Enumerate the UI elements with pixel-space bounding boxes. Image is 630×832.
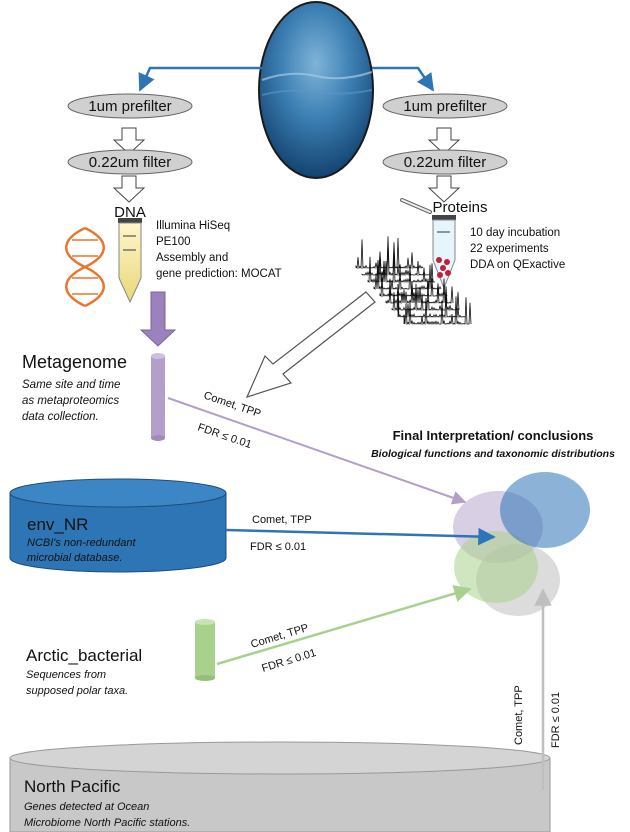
dna-to-metagenome-arrow [139, 291, 177, 347]
protein-note-3: DDA on QExactive [470, 259, 565, 271]
metagenome-desc-3: data collection. [22, 411, 99, 423]
spectrum-trace [355, 236, 424, 270]
env-nr-desc-2: microbial database. [27, 552, 122, 564]
metagenome-fdr-label: FDR ≤ 0.01 [196, 421, 253, 451]
spectrum-trace [373, 264, 442, 291]
protein-tube-icon [400, 198, 456, 290]
dna-note-4: gene prediction: MOCAT [156, 268, 282, 280]
right-filter: 0.22um filter [382, 149, 508, 175]
arctic-db-icon [195, 619, 215, 681]
north-pacific-db-icon [9, 741, 551, 832]
arctic-search-arrow [216, 585, 472, 666]
left-filter: 0.22um filter [67, 149, 193, 175]
north-pacific-search-label: Comet, TPP [513, 685, 525, 745]
final-subtitle: Biological functions and taxonomic distr… [371, 448, 615, 460]
final-venn-diagram [453, 472, 590, 616]
metagenome-desc-1: Same site and time [22, 379, 120, 391]
sample-split-arrows [138, 66, 435, 92]
spectrum-trace [385, 278, 454, 305]
metagenome-db-icon [151, 353, 165, 441]
north-pacific-title: North Pacific [24, 777, 121, 796]
dna-tube-icon [118, 218, 142, 304]
spectrum-trace [361, 243, 430, 277]
env-nr-search-label: Comet, TPP [252, 514, 312, 526]
right-prefilter: 1um prefilter [382, 93, 508, 119]
left-filter-label: 0.22um filter [89, 154, 172, 171]
env-nr-title: env_NR [27, 515, 88, 534]
spectrum-trace [391, 278, 460, 312]
proteins-label: Proteins [432, 199, 487, 216]
left-down-arrow-1 [112, 127, 146, 155]
metagenome-search-arrow [167, 397, 467, 505]
north-pacific-fdr-label: FDR ≤ 0.01 [550, 692, 562, 748]
arctic-fdr-label: FDR ≤ 0.01 [260, 647, 317, 675]
dna-note-3: Assembly and [156, 252, 228, 264]
seawater-sample-image [258, 1, 374, 179]
metagenome-desc-2: as metaproteomics [22, 395, 119, 407]
env-nr-search-arrow [225, 527, 496, 546]
dna-notes: Illumina HiSeq PE100 Assembly and gene p… [156, 220, 282, 280]
left-prefilter-label: 1um prefilter [88, 98, 171, 115]
north-pacific-desc-1: Genes detected at Ocean [24, 801, 149, 813]
arctic-desc-1: Sequences from [26, 669, 106, 681]
env-nr-fdr-label: FDR ≤ 0.01 [250, 541, 306, 553]
mass-spectra-icon [355, 236, 472, 326]
right-prefilter-label: 1um prefilter [403, 98, 486, 115]
north-pacific-desc-2: Microbiome North Pacific stations. [24, 817, 190, 829]
env-nr-desc-1: NCBI's non-redundant [27, 537, 136, 549]
protein-note-1: 10 day incubation [470, 227, 560, 239]
dna-note-1: Illumina HiSeq [156, 220, 230, 232]
spectra-to-searches-arrow [245, 291, 376, 398]
metagenome-title: Metagenome [22, 352, 127, 372]
right-down-arrow-1 [427, 127, 461, 155]
spectrum-trace [403, 296, 472, 326]
dna-label: DNA [114, 204, 146, 221]
env-nr-db-icon [9, 478, 227, 573]
dna-note-2: PE100 [156, 236, 191, 248]
left-down-arrow-2 [112, 175, 146, 203]
protein-note-2: 22 experiments [470, 243, 549, 255]
protein-notes: 10 day incubation 22 experiments DDA on … [470, 227, 565, 271]
spectrum-trace [379, 272, 448, 298]
left-prefilter: 1um prefilter [67, 93, 193, 119]
right-down-arrow-2 [427, 175, 461, 203]
arctic-desc-2: supposed polar taxa. [26, 685, 128, 697]
right-filter-label: 0.22um filter [404, 154, 487, 171]
dna-helix-icon [65, 226, 105, 308]
arctic-title: Arctic_bacterial [26, 646, 142, 665]
final-title: Final Interpretation/ conclusions [393, 428, 594, 443]
spectrum-trace [397, 290, 466, 319]
